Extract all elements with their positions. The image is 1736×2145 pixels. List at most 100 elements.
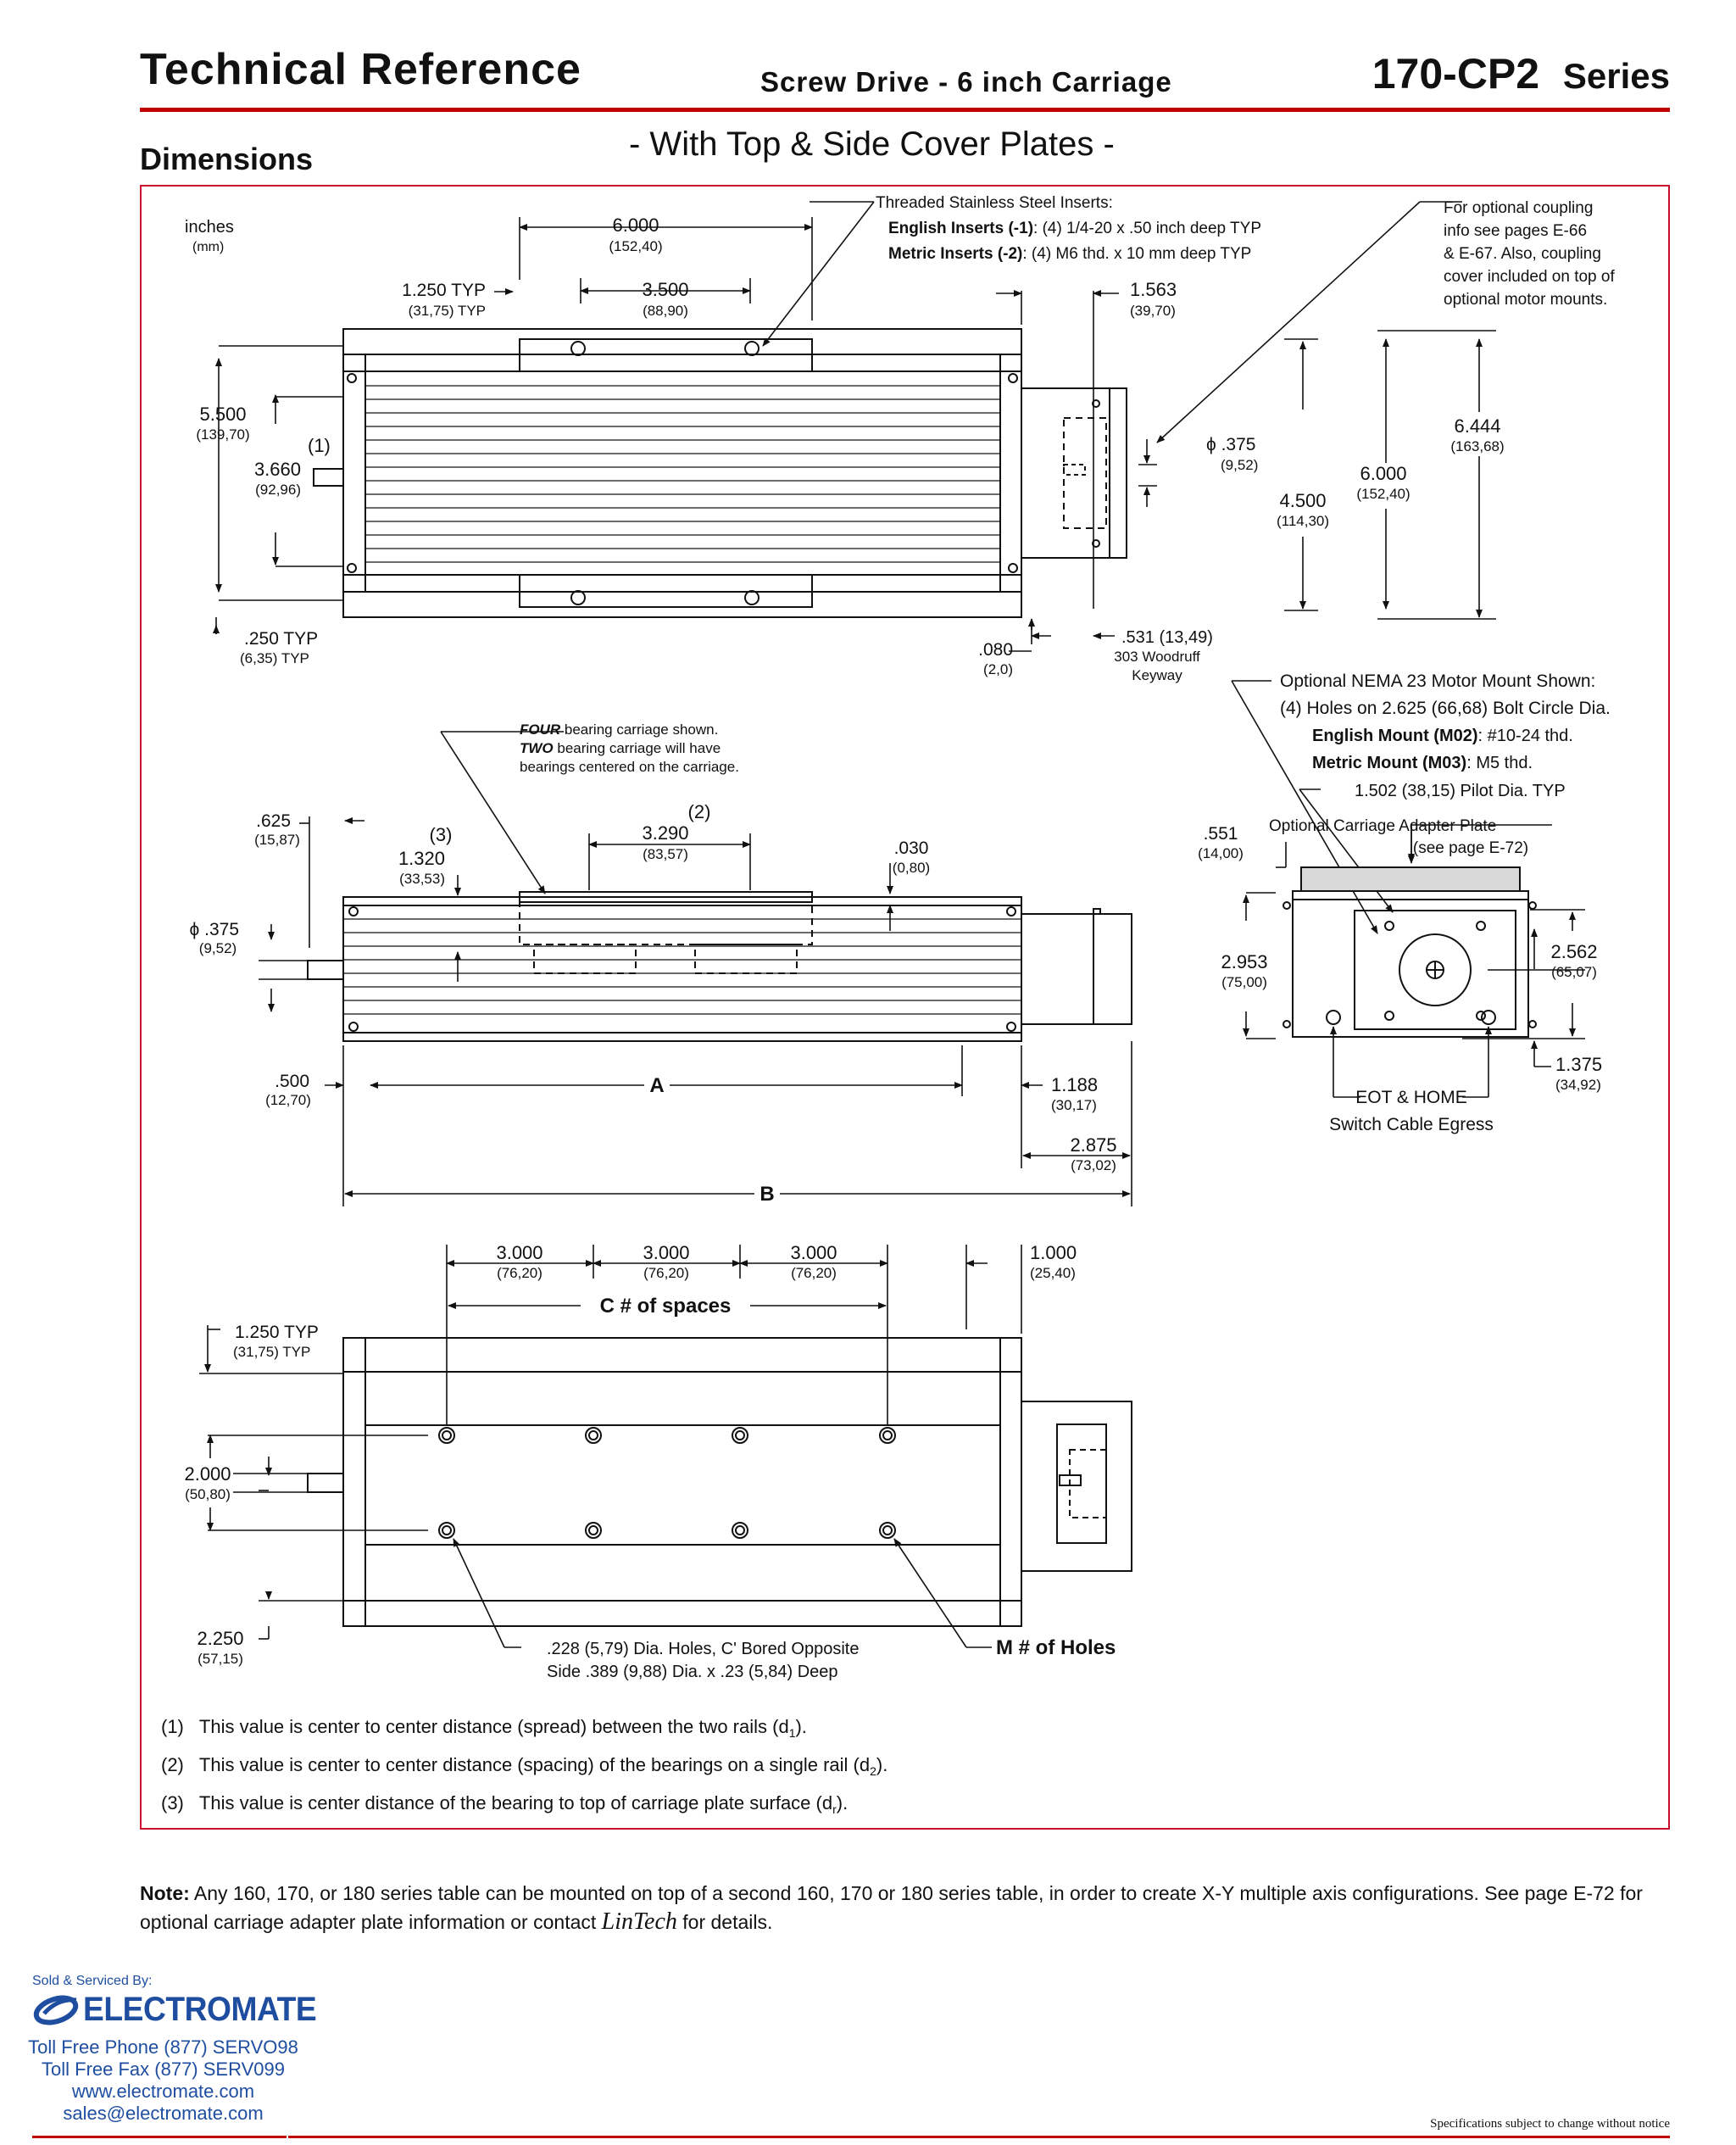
note-text: Any 160, 170, or 180 series table can be… [140,1882,1643,1933]
top-view [313,328,1127,618]
email-link[interactable]: sales@electromate.com [63,2103,264,2124]
header-rule [140,108,1670,112]
dim-1563-mm: (39,70) [1130,303,1176,319]
dim-phi375-top: ϕ .375 [1206,435,1255,454]
drawing-frame [140,185,1670,1830]
website-link[interactable]: www.electromate.com [71,2081,255,2102]
mount-english-value: : #10-24 thd. [1478,727,1573,745]
disclaimer: Specifications subject to change without… [1430,2117,1670,2131]
inserts-english-value: : (4) 1/4-20 x .50 inch deep TYP [1033,220,1261,237]
coupling-note-3: & E-67. Also, coupling [1444,245,1601,263]
dim-1188-mm: (30,17) [1051,1097,1097,1113]
dim-551-mm: (14,00) [1198,845,1244,861]
electromate-swoosh-icon [33,1995,79,2025]
dim-6000-mm: (152,40) [609,238,662,254]
dim-625-mm: (15,87) [254,832,300,848]
footer-rule-left [32,2136,287,2138]
dim-1250-top-mm: (31,75) TYP [409,303,486,319]
dim-3000-c-mm: (76,20) [791,1265,837,1281]
dim-250: .250 TYP [244,629,318,649]
dim-250-mm: (6,35) TYP [240,650,309,666]
mount-metric-label: Metric Mount (M03) [1312,754,1466,772]
holes-note-1: .228 (5,79) Dia. Holes, C' Bored Opposit… [547,1640,859,1658]
dim-080-mm: (2,0) [983,661,1013,677]
mount-metric-value: : M5 thd. [1466,754,1533,772]
dim-3000-b: 3.000 [643,1242,689,1263]
footnote-3: (3)This value is center distance of the … [161,1792,848,1816]
dim-3290-mm: (83,57) [643,846,688,862]
dim-2875-mm: (73,02) [1071,1157,1116,1173]
dim-551: .551 [1204,824,1238,844]
dim-6444: 6.444 [1454,415,1500,437]
svg-text:English Inserts (-1): (4) 1/4: English Inserts (-1): (4) 1/4-20 x .50 i… [888,220,1261,237]
units-label: inches [185,218,234,237]
dim-4500-mm: (114,30) [1277,513,1329,529]
dim-4500: 4.500 [1279,490,1326,511]
dim-030: .030 [894,838,929,858]
sold-by-label: Sold & Serviced By: [32,1974,153,1988]
dim-2953: 2.953 [1221,951,1267,972]
mount-english-label: English Mount (M02) [1312,727,1478,745]
pilot-dia: 1.502 (38,15) Pilot Dia. TYP [1355,782,1566,800]
dim-6000-side-mm: (152,40) [1356,486,1410,502]
dim-1320-mm: (33,53) [399,871,445,887]
keyway-1: 303 Woodruff [1114,649,1200,665]
dim-5500: 5.500 [199,404,246,425]
label-b: B [760,1183,774,1206]
dim-3000-b-mm: (76,20) [643,1265,689,1281]
lintech-brand: LinTech [601,1908,677,1935]
series-model: 170-CP2 [1372,50,1540,98]
electromate-wordmark: ELECTROMATE [83,1991,317,2028]
dimension-drawings: inches (mm) 6.000 (152,40) 3.500 (88,90)… [161,194,1615,1816]
bearing-note-two-rest: bearing carriage will have [554,740,721,756]
dim-1000: 1.000 [1030,1242,1077,1263]
note1-marker: (1) [308,435,331,456]
adapter-page: (see page E-72) [1413,839,1528,857]
holes-note-2: Side .389 (9,88) Dia. x .23 (5,84) Deep [547,1663,838,1681]
motor-mount-holes: (4) Holes on 2.625 (66,68) Bolt Circle D… [1280,699,1611,718]
dim-3660-mm: (92,96) [255,482,301,498]
footnote-1: (1)This value is center to center distan… [161,1716,807,1740]
dim-5500-mm: (139,70) [196,426,249,443]
section-title: Dimensions [140,142,314,176]
bearing-note-four-rest: bearing carriage shown. [560,722,718,738]
eot-home: EOT & HOME [1355,1088,1466,1107]
dim-2562-mm: (65,07) [1551,964,1597,980]
dim-phi375-side: ϕ .375 [190,920,239,939]
keyway-2: Keyway [1132,667,1182,683]
dim-2000-mm: (50,80) [185,1486,231,1502]
dim-1250-top: 1.250 TYP [402,281,486,300]
dim-3660: 3.660 [254,459,301,480]
label-a: A [649,1074,664,1097]
dim-500-mm: (12,70) [265,1092,311,1108]
note-label: Note: [140,1882,190,1904]
dim-1563: 1.563 [1130,279,1177,300]
inserts-metric-value: : (4) M6 thd. x 10 mm deep TYP [1022,245,1251,263]
note3-marker: (3) [430,824,453,845]
dim-1250-bottom: 1.250 TYP [235,1323,319,1342]
note2-marker: (2) [688,801,711,822]
toll-free-fax: Toll Free Fax (877) SERV099 [42,2059,285,2080]
svg-text:TWO bearing carriage will have: TWO bearing carriage will have [520,740,721,756]
dim-030-mm: (0,80) [893,860,930,876]
note-end: for details. [676,1911,773,1933]
footer-rule [288,2136,1670,2138]
dim-3000-c: 3.000 [790,1242,837,1263]
toll-free-phone: Toll Free Phone (877) SERVO98 [28,2036,298,2058]
contact-block: Toll Free Phone (877) SERVO98 Toll Free … [17,2036,309,2125]
bearing-note-four: FOUR [520,722,561,738]
adapter-plate: Optional Carriage Adapter Plate [1269,817,1496,835]
dim-3000-a-mm: (76,20) [497,1265,542,1281]
dim-625: .625 [256,811,291,831]
page-title: Technical Reference [140,45,581,94]
inserts-metric-label: Metric Inserts (-2) [888,245,1022,263]
series-label: 170-CP2 Series [1372,49,1670,98]
dim-phi375-top-mm: (9,52) [1221,457,1258,473]
svg-text:FOUR bearing carriage shown.: FOUR bearing carriage shown. [520,722,718,738]
dim-1375: 1.375 [1555,1054,1602,1075]
coupling-note-1: For optional coupling [1444,199,1593,217]
section-subtitle: - With Top & Side Cover Plates - [629,125,1115,163]
dim-3500: 3.500 [642,279,688,300]
dim-2000: 2.000 [184,1463,231,1485]
coupling-note-5: optional motor mounts. [1444,291,1607,309]
